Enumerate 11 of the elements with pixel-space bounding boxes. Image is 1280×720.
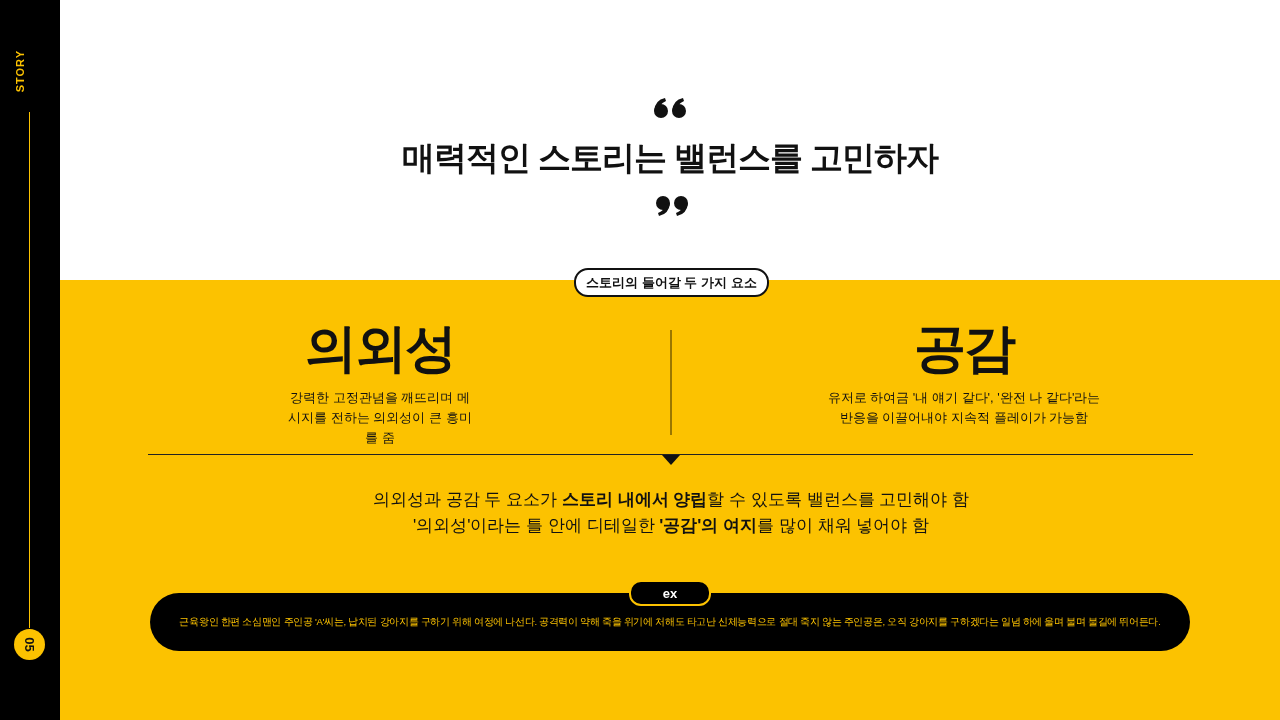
example-text: 근육왕인 한편 소심맨인 주인공 'A'씨는, 납치된 강아지를 구하기 위해 여정에 나선다. 공격력이 약해 죽을 위기에 처해도 타고난 신체능력으로 절대 죽지 않는 주인공은, 오직 강아지를 구하겠다는 일념 하에 울며 불며 불길에 뛰어든다. [178,616,1162,629]
column-description: 강력한 고정관념을 깨뜨리며 메시지를 전하는 의외성이 큰 흥미를 줌 [287,389,473,447]
slide-title: 매력적인 스토리는 밸런스를 고민하자 [400,138,940,178]
summary-sentence: 의외성과 공감 두 요소가 스토리 내에서 양립할 수 있도록 밸런스를 고민해야 함 [372,489,970,511]
summary-sentence: '의외성'이라는 틀 안에 디테일한 '공감'의 여지를 많이 채워 넣어야 함 [411,515,931,537]
tag-pill: 스토리의 들어갈 두 가지 요소 [574,268,769,297]
column-heading: 의외성 [304,318,456,379]
column-heading: 공감 [913,318,1016,379]
example-tag: ex [629,580,711,606]
column-description: 유저로 하여금 '내 얘기 같다', '완전 나 같다'라는 반응을 이끌어내야 지속적 플레이가 가능함 [826,389,1102,427]
section-label: STORY [14,50,26,93]
